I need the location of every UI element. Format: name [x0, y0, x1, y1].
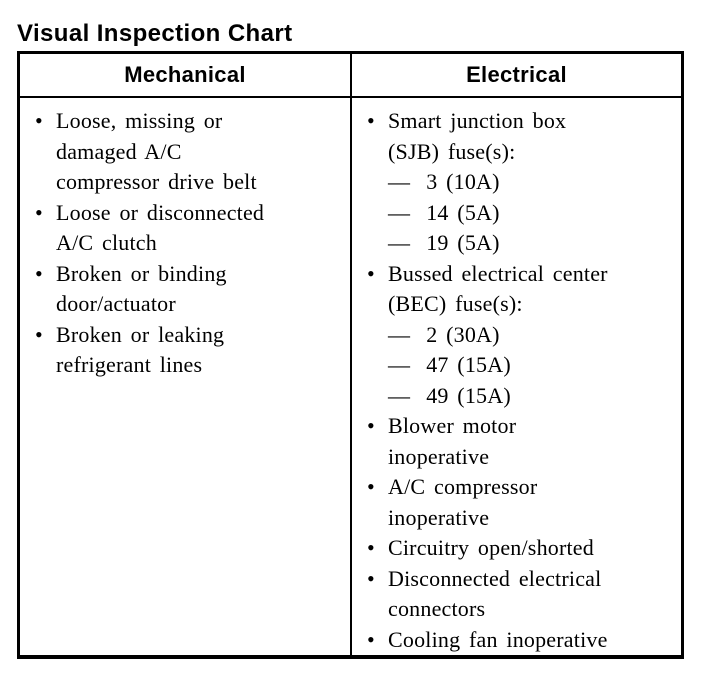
page-title: Visual Inspection Chart	[17, 20, 293, 48]
list-item-main: • Loose or disconnected A/C clutch	[35, 198, 346, 259]
list-item: • Blower motor inoperative	[367, 411, 677, 472]
bullet-icon: •	[367, 413, 375, 438]
fuse-subitem: — 19 (5A)	[367, 228, 677, 259]
list-item: • Loose, missing or damaged A/C compress…	[35, 106, 346, 198]
mechanical-list: • Loose, missing or damaged A/C compress…	[35, 106, 346, 381]
list-item: • Disconnected electrical connectors	[367, 564, 677, 625]
column-header-mechanical: Mechanical	[20, 54, 352, 96]
list-item-text: Broken or binding door/actuator	[56, 260, 227, 317]
list-item-main: • Disconnected electrical connectors	[367, 564, 677, 625]
table-header-row: Mechanical Electrical	[20, 54, 681, 98]
bullet-icon: •	[35, 321, 43, 347]
list-item-main: • Broken or binding door/actuator	[35, 259, 346, 320]
dash-icon: —	[388, 169, 411, 194]
bullet-icon: •	[367, 626, 375, 652]
fuse-subitem: — 2 (30A)	[367, 320, 677, 351]
list-item-main: • Circuitry open/shorted	[367, 533, 677, 564]
electrical-cell: • Smart junction box (SJB) fuse(s): — 3 …	[352, 98, 681, 655]
mechanical-cell: • Loose, missing or damaged A/C compress…	[20, 98, 352, 655]
fuse-subitem-text: 3 (10A)	[426, 169, 500, 194]
fuse-subitem-text: 47 (15A)	[426, 352, 511, 377]
list-item: • Cooling fan inoperative	[367, 625, 677, 656]
list-item-text: Circuitry open/shorted	[388, 535, 594, 560]
bullet-icon: •	[367, 108, 375, 133]
list-item-main: • Cooling fan inoperative	[367, 625, 677, 656]
visual-inspection-table: Mechanical Electrical • Loose, missing o…	[17, 51, 684, 659]
list-item-text: Loose, missing or damaged A/C compressor…	[56, 108, 257, 194]
fuse-subitem: — 14 (5A)	[367, 198, 677, 229]
fuse-subitem-text: 2 (30A)	[426, 321, 500, 347]
bullet-icon: •	[35, 108, 43, 133]
table-body-row: • Loose, missing or damaged A/C compress…	[20, 98, 681, 655]
dash-icon: —	[388, 199, 411, 225]
bullet-icon: •	[35, 199, 43, 225]
list-item: • Smart junction box (SJB) fuse(s): — 3 …	[367, 106, 677, 259]
list-item-main: • Broken or leaking refrigerant lines	[35, 320, 346, 381]
list-item-text: A/C compressor inoperative	[388, 474, 538, 530]
list-item-main: • A/C compressor inoperative	[367, 472, 677, 533]
fuse-subitem-text: 19 (5A)	[426, 230, 500, 255]
list-item-text: Smart junction box (SJB) fuse(s):	[388, 108, 567, 164]
fuse-subitem: — 49 (15A)	[367, 381, 677, 412]
list-item-main: • Loose, missing or damaged A/C compress…	[35, 106, 346, 198]
fuse-subitem: — 47 (15A)	[367, 350, 677, 381]
bullet-icon: •	[367, 260, 375, 286]
list-item-main: • Smart junction box (SJB) fuse(s):	[367, 106, 677, 167]
list-item-main: • Bussed electrical center (BEC) fuse(s)…	[367, 259, 677, 320]
dash-icon: —	[388, 321, 411, 347]
list-item: • Broken or binding door/actuator	[35, 259, 346, 320]
dash-icon: —	[388, 382, 411, 408]
dash-icon: —	[388, 230, 411, 255]
dash-icon: —	[388, 352, 411, 377]
list-item-main: • Blower motor inoperative	[367, 411, 677, 472]
electrical-list: • Smart junction box (SJB) fuse(s): — 3 …	[367, 106, 677, 655]
list-item: • Loose or disconnected A/C clutch	[35, 198, 346, 259]
list-item: • Bussed electrical center (BEC) fuse(s)…	[367, 259, 677, 412]
bullet-icon: •	[367, 565, 375, 591]
list-item-text: Bussed electrical center (BEC) fuse(s):	[388, 260, 608, 317]
fuse-subitem-text: 49 (15A)	[426, 382, 511, 408]
list-item: • Broken or leaking refrigerant lines	[35, 320, 346, 381]
bullet-icon: •	[367, 535, 375, 560]
fuse-subitem-text: 14 (5A)	[426, 199, 500, 225]
list-item-text: Blower motor inoperative	[388, 413, 517, 469]
list-item: • A/C compressor inoperative	[367, 472, 677, 533]
list-item-text: Cooling fan inoperative	[388, 626, 608, 652]
list-item-text: Broken or leaking refrigerant lines	[56, 321, 225, 378]
column-header-electrical: Electrical	[466, 62, 567, 87]
list-item-text: Loose or disconnected A/C clutch	[56, 199, 265, 256]
list-item: • Circuitry open/shorted	[367, 533, 677, 564]
list-item-text: Disconnected electrical connectors	[388, 565, 602, 622]
bullet-icon: •	[367, 474, 375, 499]
fuse-subitem: — 3 (10A)	[367, 167, 677, 198]
bullet-icon: •	[35, 260, 43, 286]
